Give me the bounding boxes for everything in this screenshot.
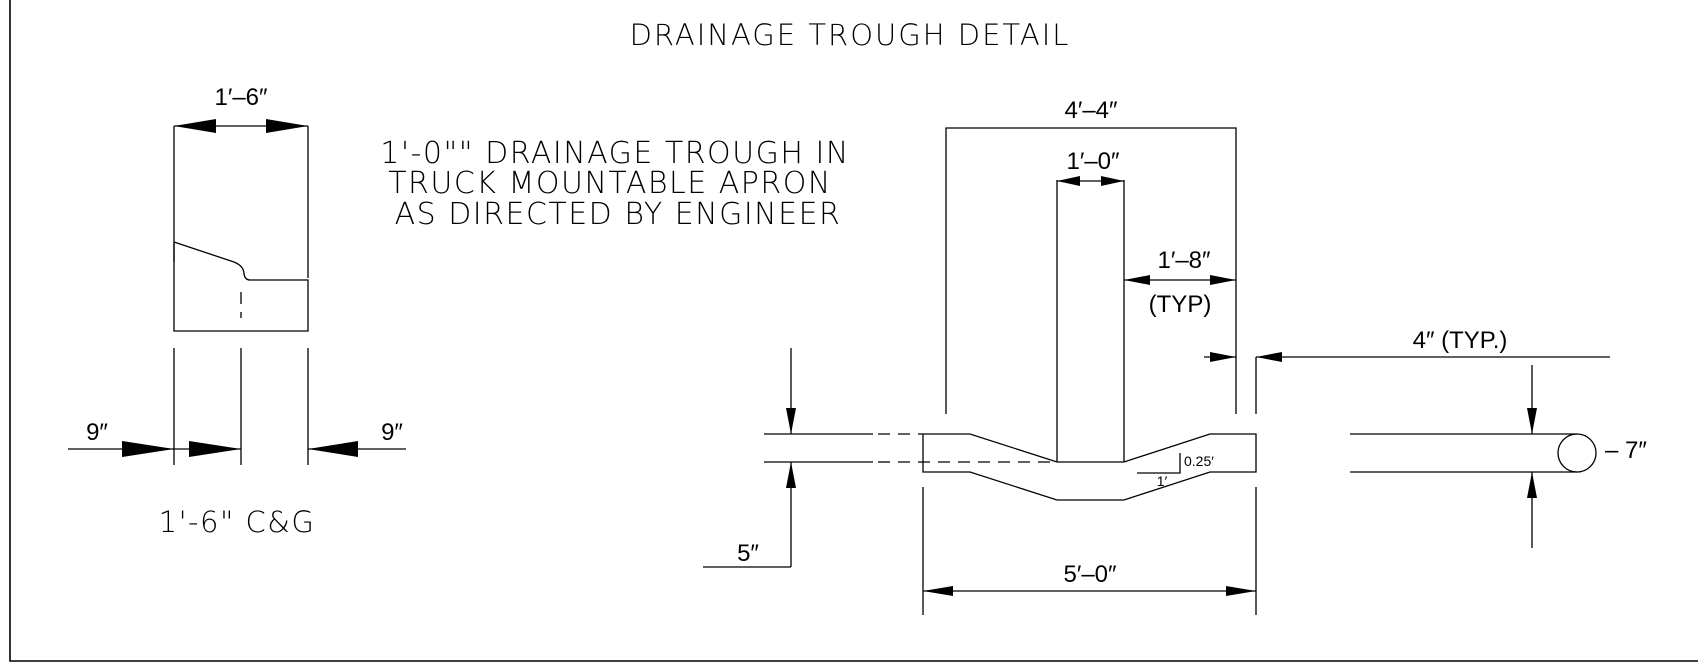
center-width-label: 1′–0″ (1066, 148, 1120, 175)
pipe-label: – 7″ (1605, 437, 1647, 464)
arrowhead (1256, 352, 1282, 362)
arrowhead (786, 408, 796, 434)
arrowhead (1527, 472, 1537, 498)
arrowhead (266, 119, 308, 133)
slope-rise-label: 0.25′ (1184, 453, 1214, 469)
trough-detail: 4′–4″ 1′–0″ 1′–8″ (TYP) 4″ (TYP.) (703, 97, 1647, 615)
note-line-2: TRUCK MOUNTABLE APRON (388, 166, 832, 201)
edge-note-label: 4″ (TYP.) (1413, 327, 1508, 354)
detail-title: DRAINAGE TROUGH DETAIL (630, 18, 1071, 52)
arrowhead (174, 119, 216, 133)
slope-run-label: 1′ (1157, 473, 1168, 489)
curb-top-width-label: 1′–6″ (214, 84, 268, 111)
pipe-circle (1557, 433, 1597, 473)
side-width-note: (TYP) (1149, 291, 1212, 318)
arrowhead (308, 441, 358, 457)
overall-width-label: 4′–4″ (1064, 97, 1118, 124)
curb-left-offset-label: 9″ (86, 419, 108, 446)
arrowhead (122, 441, 174, 457)
arrowhead (786, 462, 796, 488)
trough-profile (922, 433, 1257, 501)
arrowhead (189, 441, 241, 457)
arrowhead (923, 586, 953, 596)
curb-profile (173, 242, 309, 332)
arrowhead (1101, 176, 1124, 186)
arrowhead (1527, 408, 1537, 434)
curb-right-offset-label: 9″ (381, 419, 403, 446)
bottom-width-label: 5′–0″ (1063, 561, 1117, 588)
curb-gutter-section: 1′–6″ 9″ 9″ 1'-6" C&G (68, 84, 406, 539)
note-line-1: 1'-0"" DRAINAGE TROUGH IN (380, 136, 850, 171)
side-width-label: 1′–8″ (1157, 247, 1211, 274)
arrowhead (1226, 586, 1256, 596)
drawing-frame (9, 0, 1698, 662)
arrowhead (1057, 176, 1080, 186)
thickness-label: 5″ (737, 540, 759, 567)
arrowhead (1210, 352, 1236, 362)
note-line-3: AS DIRECTED BY ENGINEER (395, 197, 842, 232)
trough-note: 1'-0"" DRAINAGE TROUGH IN TRUCK MOUNTABL… (380, 136, 850, 232)
curb-caption: 1'-6" C&G (159, 505, 316, 539)
arrowhead (1124, 275, 1150, 285)
arrowhead (1210, 275, 1236, 285)
